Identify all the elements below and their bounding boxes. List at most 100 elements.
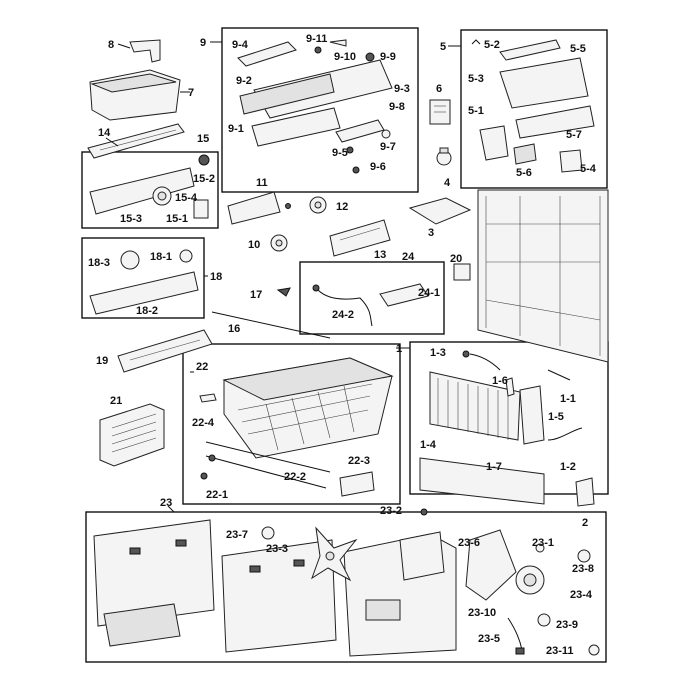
label-15-4: 15-4: [175, 192, 198, 204]
label-4: 4: [444, 177, 451, 189]
label-1-7: 1-7: [486, 461, 502, 473]
label-6: 6: [436, 83, 442, 95]
label-23-7: 23-7: [226, 529, 248, 541]
group-box-5: [460, 29, 608, 189]
label-16: 16: [228, 323, 240, 335]
label-9-9: 9-9: [380, 51, 396, 63]
label-2: 2: [582, 517, 588, 529]
label-3: 3: [428, 227, 434, 239]
part-24-harness: [312, 283, 429, 327]
label-21: 21: [110, 395, 122, 407]
label-24: 24: [402, 251, 415, 263]
label-22-3: 22-3: [348, 455, 370, 467]
label-9-8: 9-8: [389, 101, 405, 113]
label-5: 5: [440, 41, 446, 53]
label-10: 10: [248, 239, 260, 251]
label-9-4: 9-4: [232, 39, 249, 51]
part-2-cover: [575, 477, 595, 507]
label-15-2: 15-2: [193, 173, 215, 185]
label-5-7: 5-7: [566, 129, 582, 141]
label-1-1: 1-1: [560, 393, 576, 405]
part-17-clip: [276, 287, 291, 297]
label-1-6: 1-6: [492, 375, 508, 387]
label-1: 1: [396, 343, 402, 355]
group-box-24: [299, 261, 445, 335]
part-19-panel: [117, 329, 213, 373]
part-10-gear: [270, 234, 288, 252]
label-23-11: 23-11: [546, 645, 574, 657]
label-5-6: 5-6: [516, 167, 532, 179]
label-15-1: 15-1: [166, 213, 188, 225]
part-14-rail: [87, 123, 185, 159]
label-9-3: 9-3: [394, 83, 410, 95]
group-box-15: [81, 151, 219, 229]
label-19: 19: [96, 355, 108, 367]
group-box-18: [81, 237, 205, 319]
label-7: 7: [188, 87, 194, 99]
label-9-6: 9-6: [370, 161, 386, 173]
label-22-4: 22-4: [192, 417, 215, 429]
label-9-10: 9-10: [334, 51, 356, 63]
part-5-icemaker: [471, 39, 595, 173]
label-18-3: 18-3: [88, 257, 110, 269]
part-15-assembly: [89, 154, 210, 219]
part-6-label: [429, 99, 451, 125]
group-box-9: [221, 27, 419, 193]
part-3-tray: [408, 197, 472, 225]
label-24-2: 24-2: [332, 309, 354, 321]
label-20: 20: [450, 253, 462, 265]
label-23-5: 23-5: [478, 633, 500, 645]
label-18-2: 18-2: [136, 305, 158, 317]
part-22-basket: [199, 357, 394, 497]
label-5-2: 5-2: [484, 39, 500, 51]
part-21-cover: [99, 403, 165, 467]
label-13: 13: [374, 249, 386, 261]
label-23: 23: [160, 497, 172, 509]
label-8: 8: [108, 39, 114, 51]
group-box-22: [182, 343, 401, 505]
part-1-evaporator: [419, 350, 583, 505]
label-17: 17: [250, 289, 262, 301]
label-23-10: 23-10: [468, 607, 496, 619]
part-13-panel: [329, 219, 391, 257]
label-22: 22: [196, 361, 208, 373]
part-12-gear: [309, 196, 327, 214]
label-9-1: 9-1: [228, 123, 244, 135]
label-1-5: 1-5: [548, 411, 564, 423]
label-9-2: 9-2: [236, 75, 252, 87]
label-18-1: 18-1: [150, 251, 172, 263]
part-16-rod: [211, 311, 331, 339]
label-15-3: 15-3: [120, 213, 142, 225]
part-8-bracket: [129, 39, 161, 63]
label-5-4: 5-4: [580, 163, 597, 175]
part-23-fan-motor: [420, 508, 600, 656]
label-18: 18: [210, 271, 222, 283]
label-23-4: 23-4: [570, 589, 593, 601]
label-11: 11: [256, 177, 268, 189]
label-9-5: 9-5: [332, 147, 348, 159]
label-23-6: 23-6: [458, 537, 480, 549]
label-22-2: 22-2: [284, 471, 306, 483]
label-5-5: 5-5: [570, 43, 586, 55]
label-1-2: 1-2: [560, 461, 576, 473]
label-9: 9: [200, 37, 206, 49]
part-9-drawer-assembly: [237, 39, 393, 174]
label-5-1: 5-1: [468, 105, 484, 117]
label-24-1: 24-1: [418, 287, 440, 299]
part-labels: 8 7 14 15 15-2 15-4 15-3 15-1 9 9-4 9-11…: [88, 33, 597, 657]
label-22-1: 22-1: [206, 489, 228, 501]
label-5-3: 5-3: [468, 73, 484, 85]
part-23-3-fan-blade: [311, 526, 358, 582]
part-7-tray: [89, 69, 181, 121]
refrigerator-cabinet: [477, 189, 609, 363]
label-23-2: 23-2: [380, 505, 402, 517]
label-1-3: 1-3: [430, 347, 446, 359]
label-23-8: 23-8: [572, 563, 594, 575]
label-23-9: 23-9: [556, 619, 578, 631]
part-23-7-coil: [261, 526, 275, 540]
group-box-23: [85, 511, 607, 663]
label-9-11: 9-11: [306, 33, 327, 45]
part-11-bracket: [227, 191, 291, 225]
label-15: 15: [197, 133, 209, 145]
